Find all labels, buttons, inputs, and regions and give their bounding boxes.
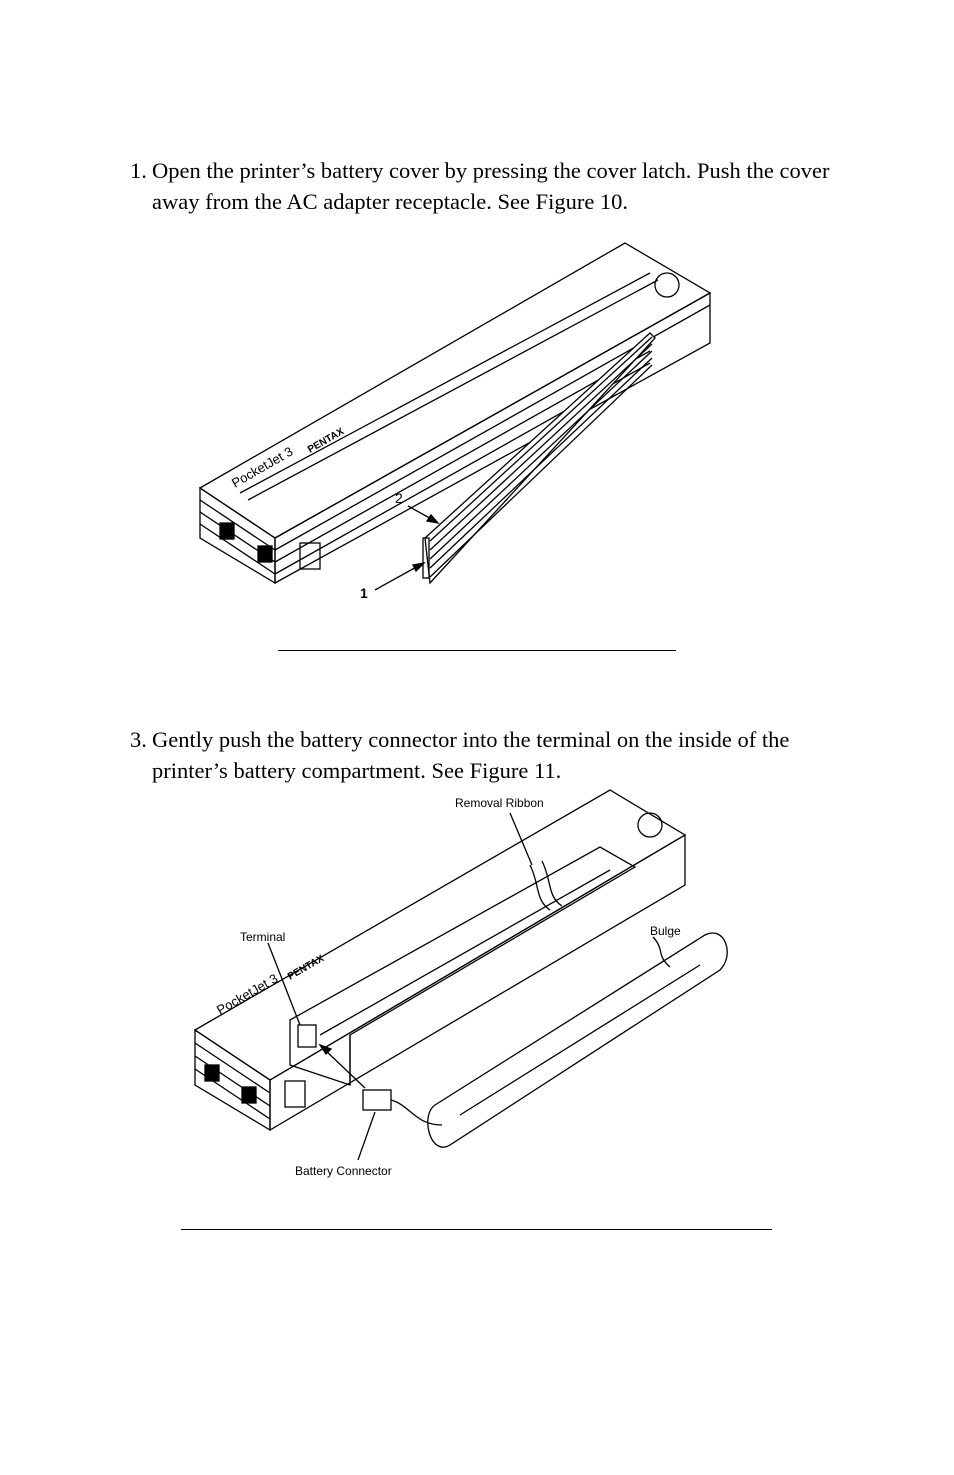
callout-1: 1 <box>360 585 368 601</box>
bulge-label: Bulge <box>650 924 681 938</box>
callout-2: 2 <box>395 490 403 506</box>
step-3-number: 3. <box>130 727 147 752</box>
figure-10-caption-rule <box>278 650 676 651</box>
step-1: 1. Open the printer’s battery cover by p… <box>130 155 830 217</box>
step-1-text: Open the printer’s battery cover by pres… <box>152 158 830 214</box>
battery-connector-label: Battery Connector <box>295 1164 392 1178</box>
figure-11-illustration: PocketJet 3 PENTAX Removal Ribbon Termin… <box>180 785 740 1185</box>
figure-10-illustration: PocketJet 3 PENTAX 2 1 <box>180 238 720 608</box>
step-1-number: 1. <box>130 158 147 183</box>
battery-install-drawing: PocketJet 3 PENTAX Removal Ribbon Termin… <box>193 789 728 1178</box>
figure-11-caption-rule <box>181 1229 772 1230</box>
printer-battery-cover-drawing: PocketJet 3 PENTAX 2 1 <box>198 242 712 601</box>
removal-ribbon-label: Removal Ribbon <box>455 796 544 810</box>
step-3: 3. Gently push the battery connector int… <box>130 724 830 786</box>
terminal-label: Terminal <box>240 930 285 944</box>
step-3-text: Gently push the battery connector into t… <box>152 727 790 783</box>
